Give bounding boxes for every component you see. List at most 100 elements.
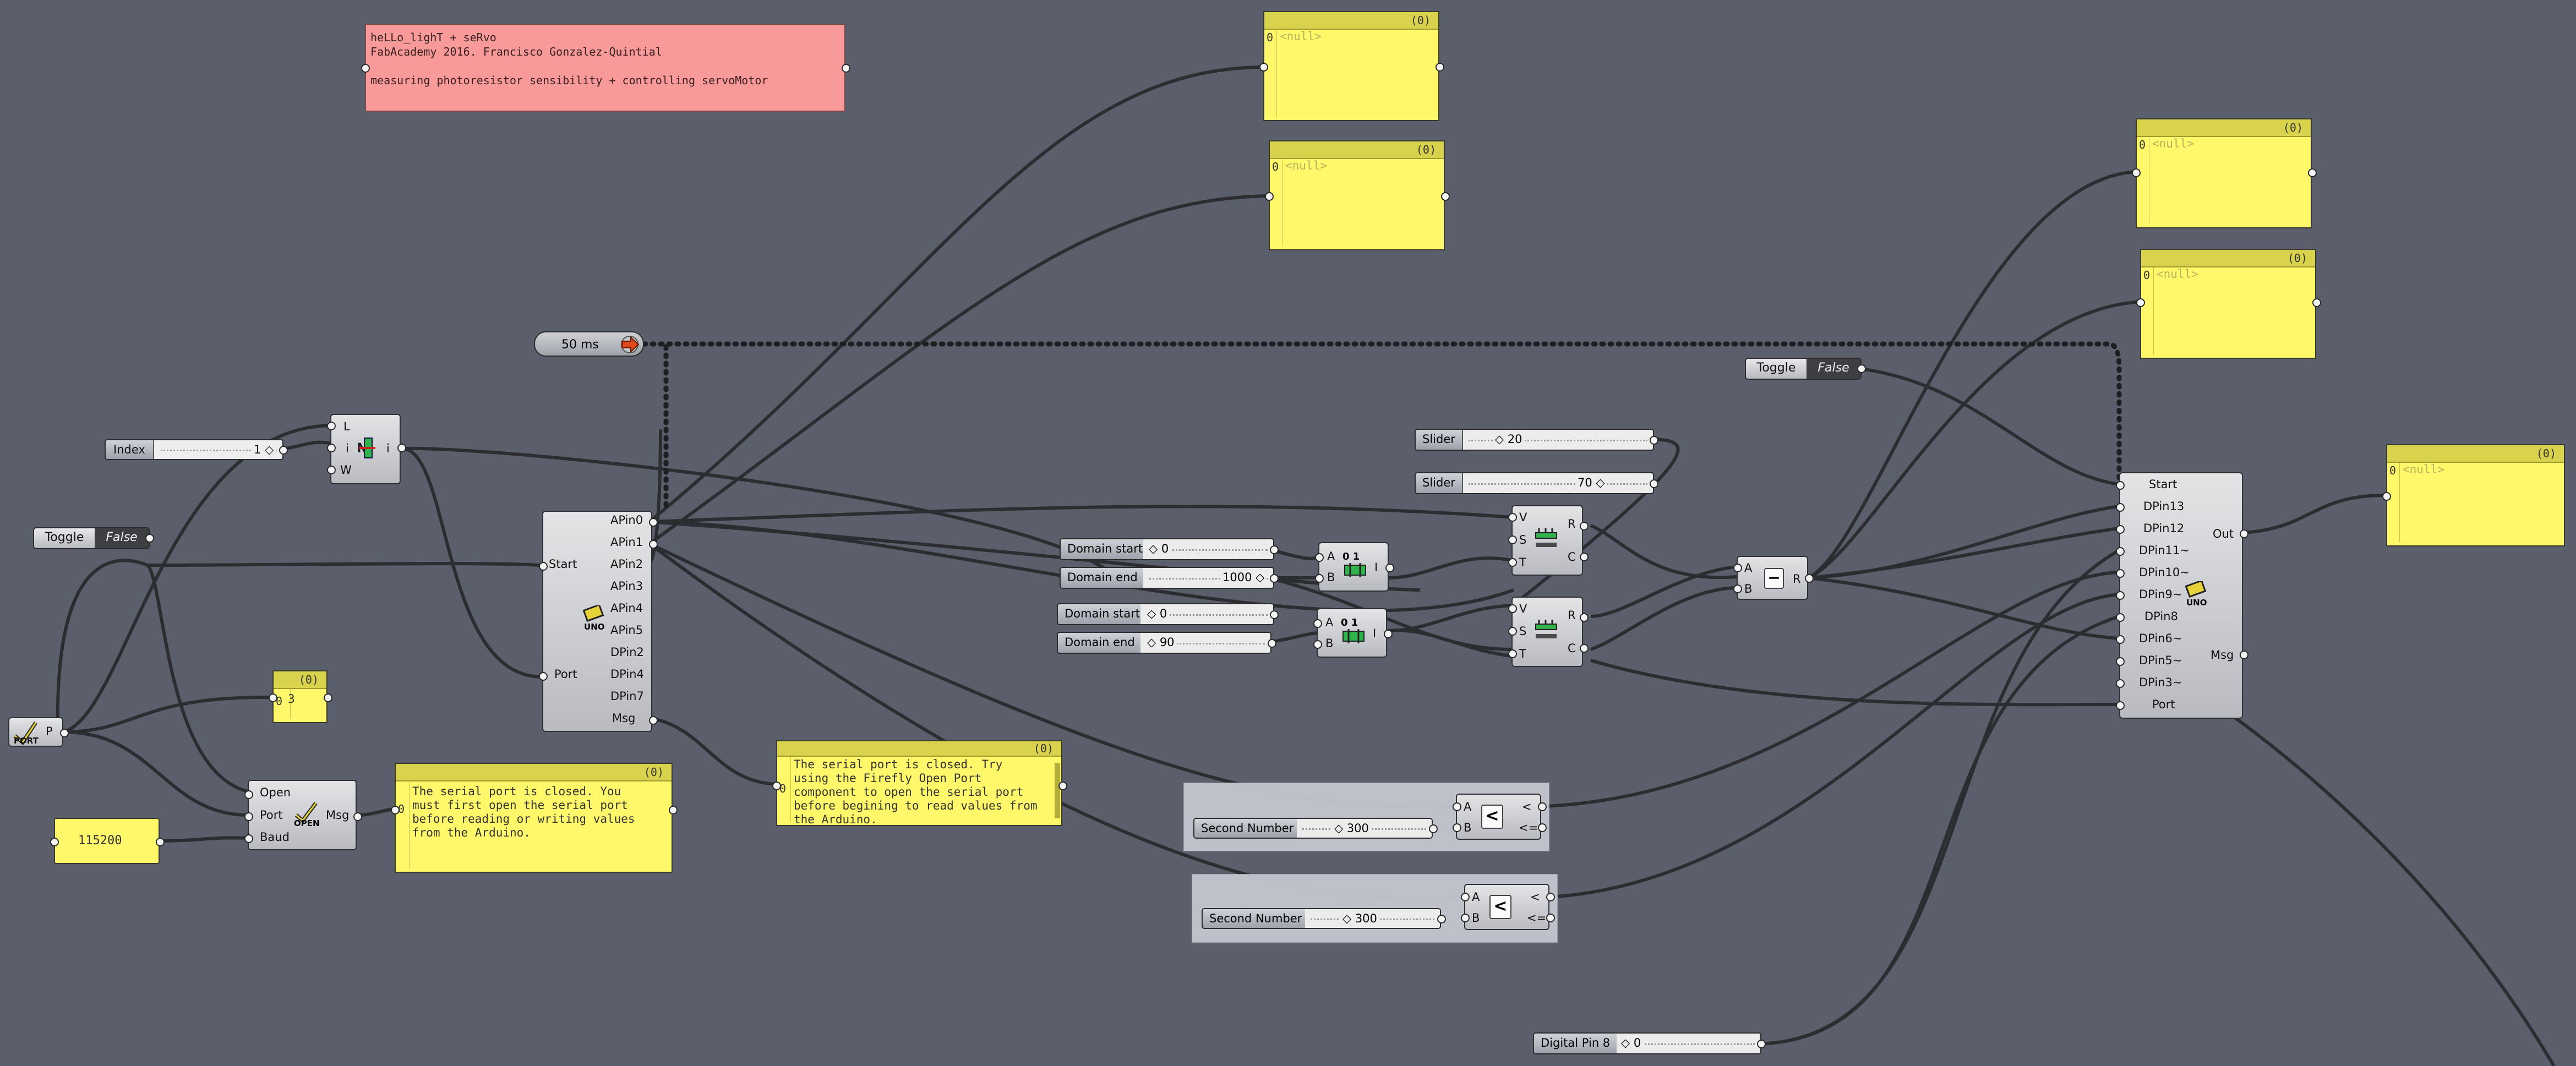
output-grip[interactable] [842,64,850,73]
output-panel[interactable]: (0) 0 <null> [2386,444,2565,546]
number-slider[interactable]: Slider ◇ 20 [1415,429,1654,451]
timer-component[interactable]: 50 ms [534,331,644,357]
toggle-value[interactable]: False [95,528,149,548]
input-grip[interactable] [2116,503,2125,512]
output-grip[interactable] [649,518,658,527]
output-grip[interactable] [2240,529,2248,538]
output-grip[interactable] [1538,802,1547,811]
slider-value[interactable]: ◇ 0 [1619,1034,1644,1052]
larger-than-component[interactable]: A B < <= < [1464,884,1549,930]
input-grip[interactable] [244,834,253,843]
digital-pin-slider[interactable]: Digital Pin 8 ◇ 0 [1533,1032,1761,1054]
output-grip[interactable] [649,716,658,725]
input-grip[interactable] [1508,627,1517,636]
input-grip[interactable] [1733,584,1742,593]
input-grip[interactable] [1453,823,1461,832]
output-grip[interactable] [1429,824,1438,833]
list-item-component[interactable]: L i W i N [330,414,401,484]
slider-value[interactable]: 1 ◇ [252,440,276,459]
output-grip[interactable] [649,540,658,549]
output-grip[interactable] [2240,650,2248,659]
output-grip[interactable] [60,729,69,737]
input-grip[interactable] [1733,564,1742,572]
input-grip[interactable] [2116,635,2125,644]
output-grip[interactable] [324,693,332,702]
output-grip[interactable] [1580,644,1589,653]
output-grip[interactable] [1805,574,1814,583]
subtraction-component[interactable]: A B R − [1737,556,1808,600]
toggle-value[interactable]: False [1807,359,1860,379]
input-grip[interactable] [2382,492,2391,501]
output-grip[interactable] [1546,914,1555,922]
input-grip[interactable] [1508,649,1517,658]
output-grip[interactable] [1650,479,1658,488]
output-grip[interactable] [279,446,288,455]
slider-value[interactable]: ◇ 300 [1340,909,1379,928]
slider-value[interactable]: 1000 ◇ [1220,568,1267,587]
input-grip[interactable] [2116,569,2125,578]
output-panel[interactable]: (0) 0 <null> [1269,140,1445,250]
baud-panel[interactable]: 115200 [54,818,160,864]
panel-scrollbar[interactable] [1055,763,1060,818]
output-grip[interactable] [1384,630,1393,638]
output-panel[interactable]: (0) 0 <null> [1263,11,1439,121]
index-slider[interactable]: Index 1 ◇ [105,439,283,460]
input-grip[interactable] [1265,192,1274,201]
input-grip[interactable] [1313,640,1322,649]
output-grip[interactable] [1058,781,1067,790]
number-slider[interactable]: Slider 70 ◇ [1415,472,1654,494]
input-grip[interactable] [2116,591,2125,600]
input-grip[interactable] [2116,701,2125,710]
slider-value[interactable]: ◇ 0 [1147,539,1171,558]
toggle-start[interactable]: Toggle False [33,527,150,549]
input-grip[interactable] [539,672,548,681]
larger-than-component[interactable]: A B < <= < [1456,794,1541,840]
input-grip[interactable] [327,444,336,452]
slider-value[interactable]: ◇ 0 [1145,604,1170,623]
output-grip[interactable] [1270,610,1279,619]
output-grip[interactable] [1857,364,1866,373]
input-grip[interactable] [1313,619,1322,628]
output-grip[interactable] [1580,522,1589,531]
input-grip[interactable] [2116,613,2125,622]
message-panel[interactable]: (0) 0 The serial port is closed. Try usi… [776,740,1062,826]
input-grip[interactable] [1315,553,1324,562]
uno-read-component[interactable]: Start Port APin0 APin1 APin2 APin3 APin4… [542,511,652,732]
input-grip[interactable] [1508,513,1517,522]
remap-numbers-component[interactable]: V S T R C [1511,505,1583,576]
input-grip[interactable] [2116,525,2125,534]
construct-domain-component[interactable]: A B I 0 1 [1318,542,1389,592]
input-grip[interactable] [244,812,253,821]
slider-value[interactable]: ◇ 90 [1145,633,1177,652]
output-grip[interactable] [2308,168,2317,177]
input-grip[interactable] [1461,893,1470,901]
domain-start-slider[interactable]: Domain start ◇ 0 [1057,603,1274,625]
port-count-panel[interactable]: (0) 0 3 [272,670,328,723]
input-grip[interactable] [361,64,370,73]
input-grip[interactable] [1461,914,1470,922]
toggle-enable[interactable]: Toggle False [1745,358,1862,380]
slider-value[interactable]: 70 ◇ [1575,473,1607,492]
output-grip[interactable] [1268,639,1276,648]
domain-end-slider[interactable]: Domain end ◇ 90 [1057,632,1271,654]
input-grip[interactable] [2132,168,2141,177]
input-grip[interactable] [1259,63,1268,72]
input-grip[interactable] [244,790,253,799]
slider-value[interactable]: ◇ 300 [1332,819,1371,838]
output-grip[interactable] [145,534,154,543]
input-grip[interactable] [2116,679,2125,688]
output-grip[interactable] [1385,564,1394,572]
input-grip[interactable] [2116,481,2125,490]
uno-write-component[interactable]: Start DPin13 DPin12 DPin11~ DPin10~ DPin… [2119,472,2243,719]
output-grip[interactable] [1757,1040,1766,1048]
input-grip[interactable] [2136,298,2145,307]
output-grip[interactable] [1546,893,1555,901]
construct-domain-component[interactable]: A B I 0 1 [1317,608,1387,658]
output-panel[interactable]: (0) 0 <null> [2140,249,2316,359]
message-panel[interactable]: (0) 0 The serial port is closed. You mus… [395,763,673,873]
input-grip[interactable] [1315,574,1324,583]
input-grip[interactable] [1453,802,1461,811]
output-grip[interactable] [397,444,406,452]
